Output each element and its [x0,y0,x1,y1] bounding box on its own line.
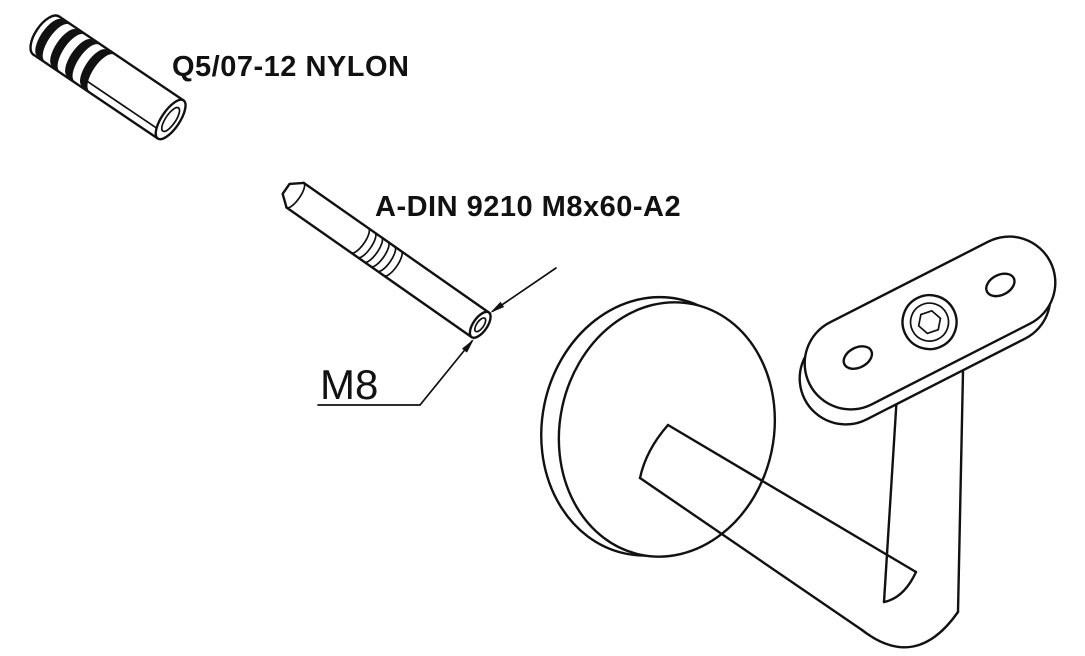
stud-label: A-DIN 9210 M8x60-A2 [375,191,681,223]
plug-fin [65,39,100,82]
nylon-wall-plug [29,14,187,141]
m8-dimension-callout [317,267,557,406]
stud-thread-line [363,236,384,264]
stud-tip-chamfer [285,182,306,209]
center-screw-hex-socket [917,309,942,335]
elbow-inner-curve [882,570,918,604]
plug-body-bottom-edge [32,53,159,140]
center-screw-outer [901,293,958,351]
stud-end-hole [473,317,487,333]
plug-expansion-slit [83,78,157,129]
arm-lower-edge [638,476,864,632]
plug-label: Q5/07-12 NYLON [172,51,409,83]
handrail-bracket [540,235,1057,649]
saddle-screw-hole-left [842,345,874,370]
flange-front-face [557,301,777,558]
dimension-arrowhead [462,339,474,353]
stud-thread-line [376,245,397,273]
dimension-leader-line [317,340,473,406]
arm-upper-edge [666,423,918,574]
stud-thread-line [356,231,377,259]
plug-fin [79,49,115,92]
arm-root-curve [638,423,670,480]
elbow-outer-curve [860,610,960,649]
stud-thread-boundary [350,227,371,254]
post-left-edge [882,376,900,604]
plug-open-end [154,98,187,141]
dimension-arrowhead [490,301,505,313]
stud-tip [281,181,305,209]
plug-fin [35,18,70,62]
bracket-wall-flange [540,295,777,558]
thread-dimension-label: M8 [320,361,378,408]
saddle-screw-hole-right [985,272,1016,298]
plug-body-top-edge [57,15,185,102]
dimension-arrow-line [492,267,557,312]
saddle-top-outline [803,235,1057,411]
stud-thread-line [370,241,390,268]
saddle-plate-top [803,235,1057,411]
center-screw-head [909,302,950,342]
plug-bore-hole [160,106,181,133]
stud-thread-boundary [383,250,403,277]
plug-end-cap [29,14,61,56]
plug-fin [50,29,85,72]
threaded-stud [281,181,492,339]
stud-end-face [468,310,492,339]
post-right-edge [956,370,965,614]
